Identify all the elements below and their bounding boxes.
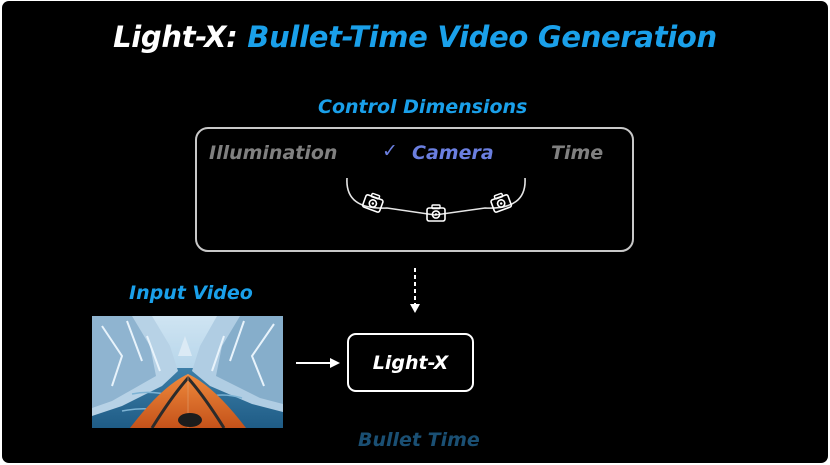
- control-dimensions-box: [195, 127, 634, 252]
- option-illumination[interactable]: Illumination: [209, 142, 338, 164]
- camera-icon: [488, 190, 513, 214]
- title-prefix: Light-X:: [113, 20, 238, 54]
- light-x-label: Light-X: [372, 351, 449, 374]
- light-x-model-box: Light-X: [347, 333, 474, 392]
- check-icon: ✓: [382, 140, 398, 162]
- title-main: Bullet-Time Video Generation: [247, 20, 717, 54]
- bullet-time-label: Bullet Time: [358, 429, 480, 451]
- arrow-right-icon: [296, 358, 340, 368]
- page-title: Light-X: Bullet-Time Video Generation: [0, 20, 830, 54]
- camera-icon: [361, 190, 386, 214]
- arrow-down-dashed-icon: [410, 268, 420, 313]
- option-camera[interactable]: Camera: [412, 142, 494, 164]
- option-time[interactable]: Time: [551, 142, 604, 164]
- camera-icon: [426, 204, 446, 222]
- input-video-label: Input Video: [129, 282, 253, 304]
- input-video-thumbnail[interactable]: [92, 316, 283, 428]
- control-dimensions-heading: Control Dimensions: [318, 96, 528, 118]
- camera-orbit-arc: [346, 177, 526, 222]
